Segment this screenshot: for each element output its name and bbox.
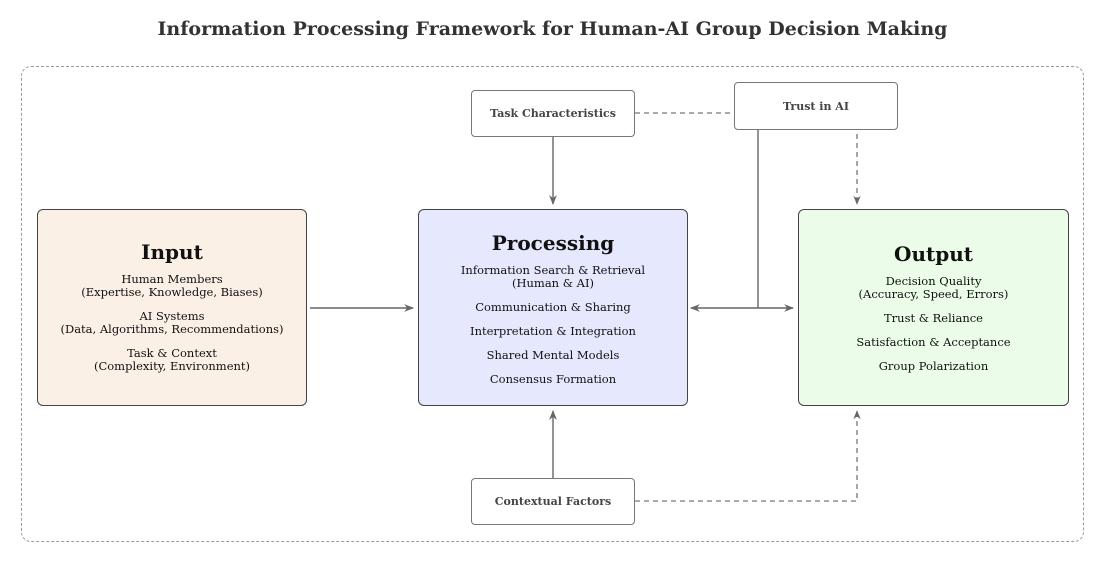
task-characteristics-box: Task Characteristics — [471, 90, 635, 137]
input-heading: Input — [141, 240, 203, 264]
processing-item-communication: Communication & Sharing — [475, 300, 631, 314]
processing-item-consensus: Consensus Formation — [489, 372, 617, 386]
output-item-decision-quality: Decision Quality(Accuracy, Speed, Errors… — [858, 274, 1009, 301]
processing-heading: Processing — [491, 231, 615, 255]
framework-boundary — [21, 66, 1084, 542]
output-item-satisfaction: Satisfaction & Acceptance — [856, 335, 1011, 349]
input-item-ai-systems: AI Systems(Data, Algorithms, Recommendat… — [60, 309, 284, 336]
output-item-polarization: Group Polarization — [878, 359, 989, 373]
diagram-title: Information Processing Framework for Hum… — [157, 18, 948, 40]
contextual-factors-box: Contextual Factors — [471, 478, 635, 525]
processing-item-search: Information Search & Retrieval(Human & A… — [460, 263, 646, 290]
output-box: Output Decision Quality(Accuracy, Speed,… — [798, 209, 1069, 406]
processing-box: Processing Information Search & Retrieva… — [418, 209, 688, 406]
output-heading: Output — [894, 242, 973, 266]
trust-in-ai-box: Trust in AI — [734, 82, 898, 130]
arrow-task-to-output-dashed — [635, 112, 861, 205]
processing-item-interpretation: Interpretation & Integration — [470, 324, 636, 338]
input-item-task-context: Task & Context(Complexity, Environment) — [93, 346, 251, 373]
processing-item-mental-models: Shared Mental Models — [486, 348, 620, 362]
output-item-trust-reliance: Trust & Reliance — [884, 311, 983, 325]
input-item-human-members: Human Members(Expertise, Knowledge, Bias… — [81, 272, 263, 299]
arrow-context-to-output-dashed — [635, 410, 861, 502]
input-box: Input Human Members(Expertise, Knowledge… — [37, 209, 307, 406]
